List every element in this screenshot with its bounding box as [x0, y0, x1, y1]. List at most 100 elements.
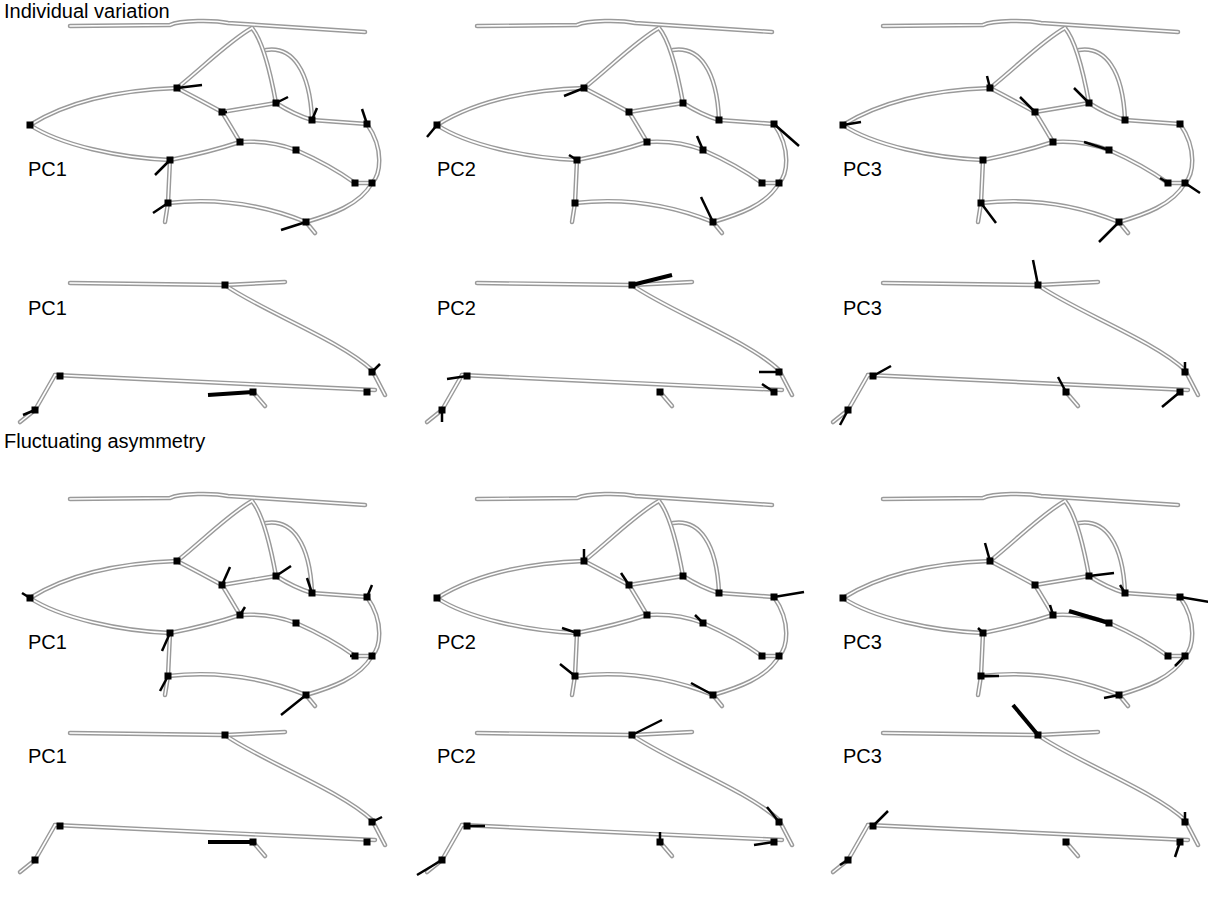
wing-vein-inner — [477, 494, 772, 505]
wing-vein-inner — [843, 561, 990, 598]
forewing-panel — [22, 494, 379, 715]
wing-vein — [437, 125, 647, 160]
wing-vein — [572, 633, 577, 695]
wing-vein-inner — [306, 597, 379, 695]
landmark — [174, 558, 181, 565]
wing-vein — [659, 501, 683, 576]
wing-vein — [1065, 501, 1089, 576]
shape-vector — [985, 543, 990, 561]
wing-vein-inner — [225, 735, 385, 845]
wing-vein — [713, 124, 786, 222]
forewing-panel — [840, 494, 1208, 706]
wing-vein-inner — [477, 282, 692, 285]
wing-vein-inner — [266, 50, 312, 120]
landmark — [32, 857, 39, 864]
wing-vein — [1053, 615, 1185, 656]
wing-vein-inner — [659, 501, 683, 576]
wing-vein-inner — [30, 125, 240, 160]
wing-vein — [1053, 142, 1185, 183]
wing-vein-inner — [990, 501, 1065, 561]
pc-label: PC3 — [843, 158, 882, 180]
landmark — [293, 620, 300, 627]
landmark — [369, 653, 376, 660]
wing-vein — [575, 674, 722, 706]
shape-vector — [281, 222, 306, 230]
wing-vein — [629, 576, 774, 597]
wing-vein-inner — [584, 561, 647, 615]
wing-vein-inner — [168, 674, 315, 706]
shape-vector — [1089, 573, 1114, 576]
shape-vector — [701, 197, 713, 222]
wing-vein — [584, 561, 647, 615]
wing-vein — [437, 598, 647, 633]
wing-vein — [30, 598, 240, 633]
wing-vein-inner — [883, 732, 1098, 735]
wing-vein-inner — [477, 21, 772, 32]
wing-vein — [252, 28, 276, 103]
wing-vein — [883, 494, 1178, 505]
shape-vector — [1104, 695, 1119, 698]
wing-vein-inner — [575, 674, 722, 706]
wing-vein — [981, 674, 1128, 706]
hindwing-panel — [427, 275, 792, 422]
wing-vein — [883, 21, 1178, 32]
landmark — [626, 109, 633, 116]
shape-vector — [372, 817, 382, 822]
shape-vector — [155, 160, 170, 175]
wing-vein-inner — [168, 201, 315, 233]
section-heading: Fluctuating asymmetry — [4, 430, 205, 452]
shape-vector — [1184, 362, 1187, 372]
wing-vein-inner — [20, 375, 55, 422]
wing-vein-inner — [990, 561, 1053, 615]
wing-vein-inner — [883, 21, 1178, 32]
shape-vector — [767, 807, 779, 822]
wing-vein-inner — [1053, 142, 1185, 183]
wing-vein-inner — [1065, 501, 1089, 576]
wing-vein-inner — [673, 523, 719, 593]
wing-vein — [629, 103, 774, 124]
wing-vein — [225, 735, 385, 845]
shape-vector — [632, 275, 672, 285]
wing-vein-inner — [462, 375, 782, 390]
shape-vector — [774, 592, 804, 597]
landmark — [293, 147, 300, 154]
landmark — [644, 139, 651, 146]
wing-vein-inner — [20, 825, 55, 872]
landmark — [1177, 121, 1184, 128]
wing-vein-inner — [629, 576, 774, 597]
shape-vector — [1013, 705, 1038, 735]
shape-vector — [276, 97, 288, 103]
wing-vein-inner — [240, 142, 372, 183]
hindwing-panel — [417, 720, 792, 875]
wing-vein — [981, 201, 1128, 233]
wing-vein-inner — [1038, 285, 1198, 395]
landmark — [759, 653, 766, 660]
wing-vein — [1038, 735, 1198, 845]
shape-vector — [1074, 88, 1089, 103]
landmark — [776, 180, 783, 187]
wing-vein — [70, 21, 365, 32]
shape-vector — [160, 676, 168, 691]
landmark — [222, 282, 229, 289]
wing-vein — [978, 633, 983, 695]
shape-vector — [417, 860, 442, 875]
pc-label: PC1 — [28, 631, 67, 653]
wing-vein — [20, 825, 55, 872]
wing-vein — [177, 501, 252, 561]
hindwing-panel — [20, 732, 385, 873]
wing-vein — [30, 561, 177, 598]
hindwing-panel — [833, 705, 1198, 872]
wing-vein-inner — [572, 633, 577, 695]
shape-vector — [153, 203, 168, 213]
shape-vector — [162, 633, 170, 651]
wing-vein-inner — [477, 732, 692, 735]
shape-vector — [873, 366, 891, 376]
wing-vein-inner — [1119, 124, 1192, 222]
wing-vein-inner — [55, 375, 375, 390]
wing-vein — [437, 88, 584, 125]
wing-vein-inner — [713, 597, 786, 695]
shape-vector — [367, 585, 372, 597]
forewing-panel — [427, 21, 799, 233]
pc-label: PC2 — [437, 297, 476, 319]
wing-vein — [632, 285, 792, 395]
